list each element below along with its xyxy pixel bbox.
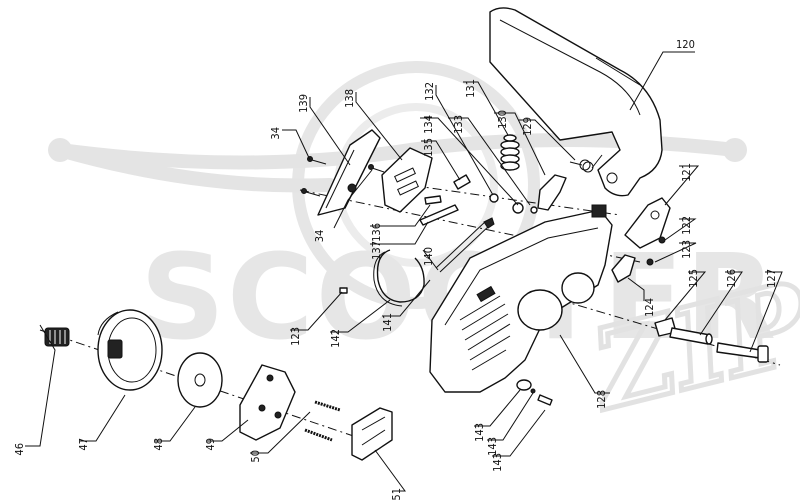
- callout-128: 128: [595, 390, 608, 409]
- pin-part-123-lower: [339, 287, 348, 294]
- tensioner-part-121: [624, 197, 671, 249]
- callout-132: 132: [423, 82, 436, 101]
- callout-135: 135: [422, 138, 435, 157]
- tensioner-parts-121-124: [611, 197, 671, 283]
- leader-lines: [25, 51, 783, 492]
- callout-138: 138: [343, 89, 356, 108]
- callout-126: 126: [725, 269, 738, 288]
- callout-134: 134: [422, 115, 435, 134]
- lever-part-130: [537, 174, 567, 211]
- callout-120: 120: [676, 38, 695, 51]
- fasteners-part-143: [516, 379, 553, 406]
- callout-130: 130: [496, 110, 509, 129]
- callout-141: 141: [381, 313, 394, 332]
- spring-part-131: [500, 134, 520, 171]
- pin-part-134: [530, 206, 538, 214]
- screw-part-122: [658, 236, 666, 244]
- needle-bearing-part-46: [44, 327, 70, 347]
- callout-123-lower: 123: [289, 327, 302, 346]
- pin-part-137: [419, 204, 459, 226]
- callout-34-lower: 34: [313, 230, 326, 243]
- callout-127: 127: [765, 269, 778, 288]
- screws-part-34: [301, 156, 385, 197]
- torsion-spring-part-129: [569, 154, 603, 173]
- callout-124: 124: [643, 298, 656, 317]
- slider-part-124: [611, 254, 636, 283]
- plate-part-138: [381, 147, 433, 213]
- callout-143-b: 143: [486, 437, 499, 456]
- callout-143-a: 143: [473, 423, 486, 442]
- washer-part-132: [489, 193, 499, 203]
- spring-part-140: [435, 217, 495, 273]
- screw-part-136: [424, 195, 442, 205]
- callout-48: 48: [152, 438, 165, 451]
- clutch-drum-part-47: [97, 309, 163, 391]
- callout-121: 121: [680, 163, 693, 182]
- callout-50: 50: [249, 450, 262, 463]
- callout-131: 131: [464, 79, 477, 98]
- clutch-part-49: [239, 364, 296, 441]
- callout-51: 51: [390, 488, 403, 500]
- callout-137: 137: [370, 241, 383, 260]
- chain-side-cover-part-128: [429, 204, 613, 393]
- callout-125: 125: [687, 269, 700, 288]
- callout-143-c: 143: [491, 453, 504, 472]
- callout-133: 133: [452, 115, 465, 134]
- callout-49: 49: [204, 438, 217, 451]
- callout-139: 139: [297, 94, 310, 113]
- callout-46: 46: [13, 443, 26, 456]
- strap-part-142: [373, 249, 425, 307]
- callout-34-upper: 34: [269, 127, 282, 140]
- screw-part-123: [646, 258, 654, 266]
- tensioner-small-parts: [419, 134, 603, 273]
- bolt-assembly-125-127: [654, 317, 769, 363]
- block-part-51: [351, 407, 393, 461]
- callout-140: 140: [422, 247, 435, 266]
- callout-142: 142: [329, 329, 342, 348]
- callout-122: 122: [680, 216, 693, 235]
- callout-47: 47: [77, 438, 90, 451]
- springs-part-50: [304, 400, 341, 442]
- callout-129: 129: [521, 117, 534, 136]
- callout-labels: 120 139 138 132 131 130 129 134 133 135 …: [13, 38, 778, 500]
- nut-part-133: [512, 202, 524, 214]
- cover-vent-slots: [459, 295, 511, 371]
- callout-123-upper: 123: [680, 240, 693, 259]
- bar-guard-part-120: [489, 7, 663, 197]
- callout-136: 136: [370, 223, 383, 242]
- washer-part-48: [177, 352, 223, 408]
- bolt-part-135: [453, 174, 471, 190]
